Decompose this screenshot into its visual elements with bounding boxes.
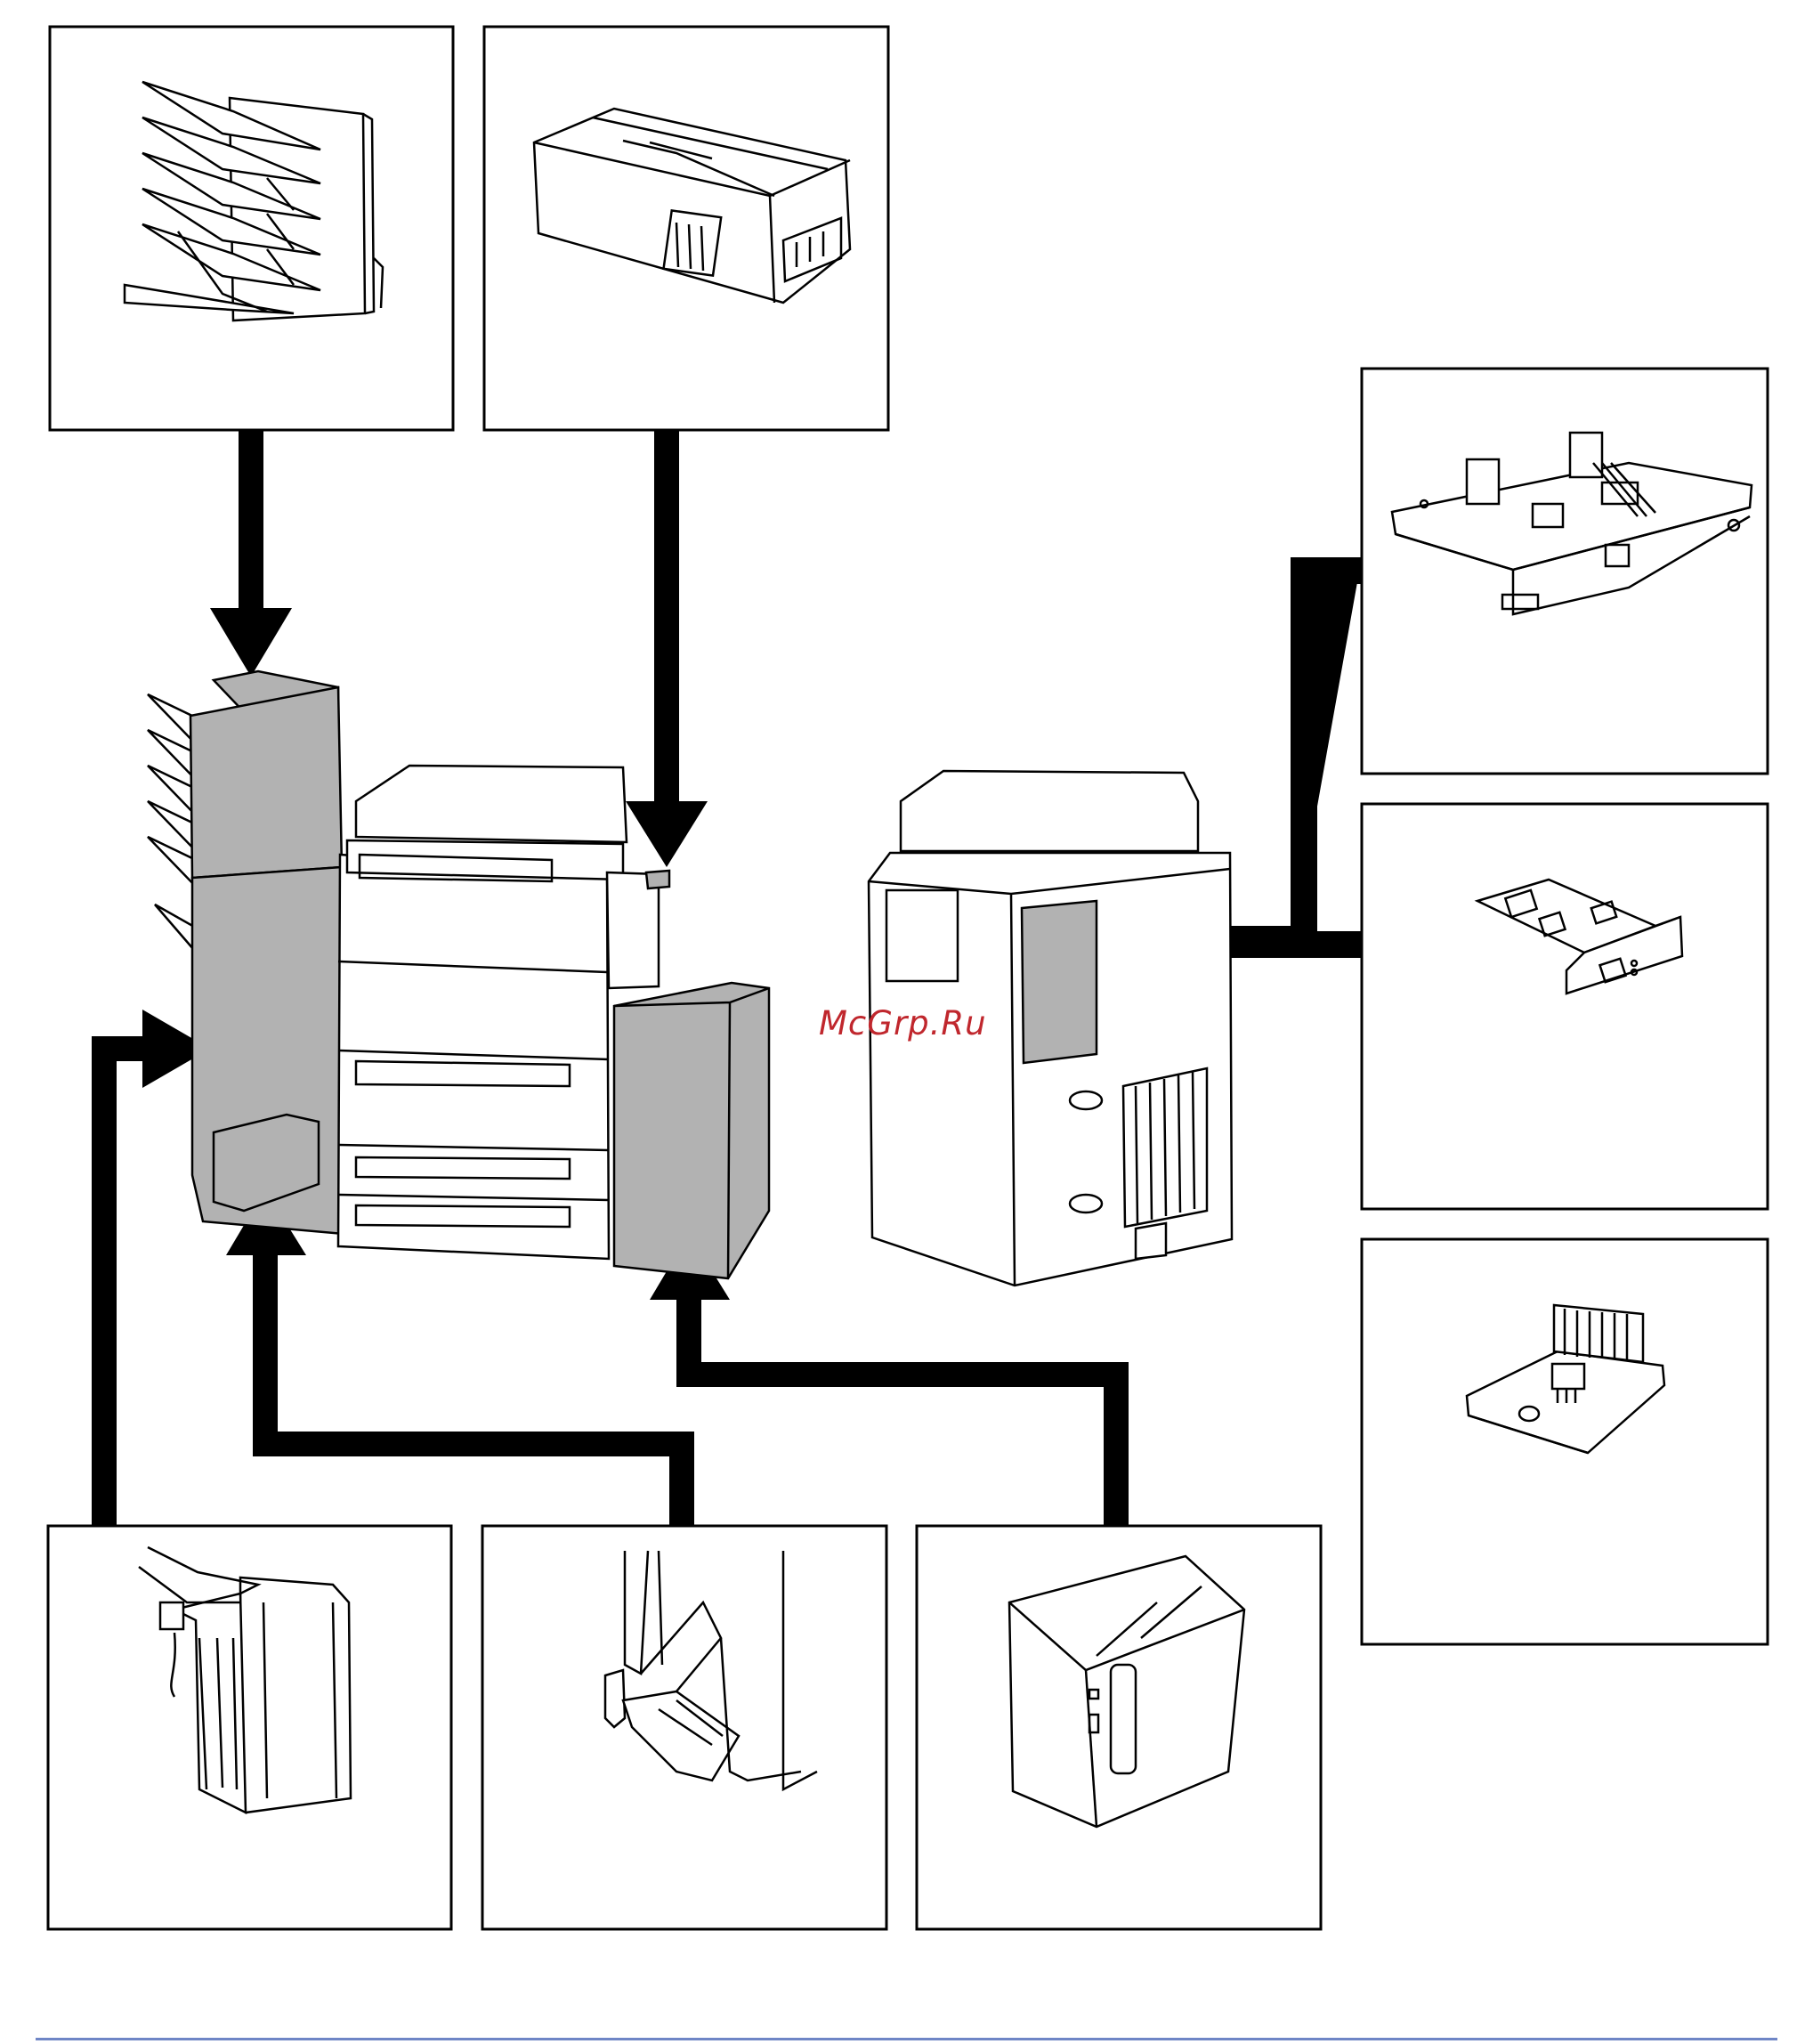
panel-bottom-1 — [48, 1526, 451, 1929]
panel-top-2 — [484, 27, 888, 430]
mailbox-unit — [190, 687, 342, 878]
watermark-text: McGrp.Ru — [819, 1004, 987, 1042]
panel-right-3 — [1362, 1239, 1768, 1644]
bottom-rule — [36, 2038, 1777, 2040]
panel-right-2 — [1362, 804, 1768, 1209]
panel-bottom-2 — [482, 1526, 886, 1929]
arrow-head-top-1 — [210, 608, 292, 677]
arrow-shaft-top-2 — [654, 430, 679, 802]
panel-right-1 — [1362, 369, 1768, 774]
key-counter-block — [646, 871, 669, 888]
panel-bottom-3 — [917, 1526, 1321, 1929]
arrow-head-top-2 — [626, 801, 708, 867]
panel-top-1 — [50, 27, 453, 430]
interface-slot-highlight — [1022, 901, 1097, 1063]
arrow-shaft-top-1 — [239, 430, 263, 608]
side-feeder-block — [614, 983, 769, 1278]
